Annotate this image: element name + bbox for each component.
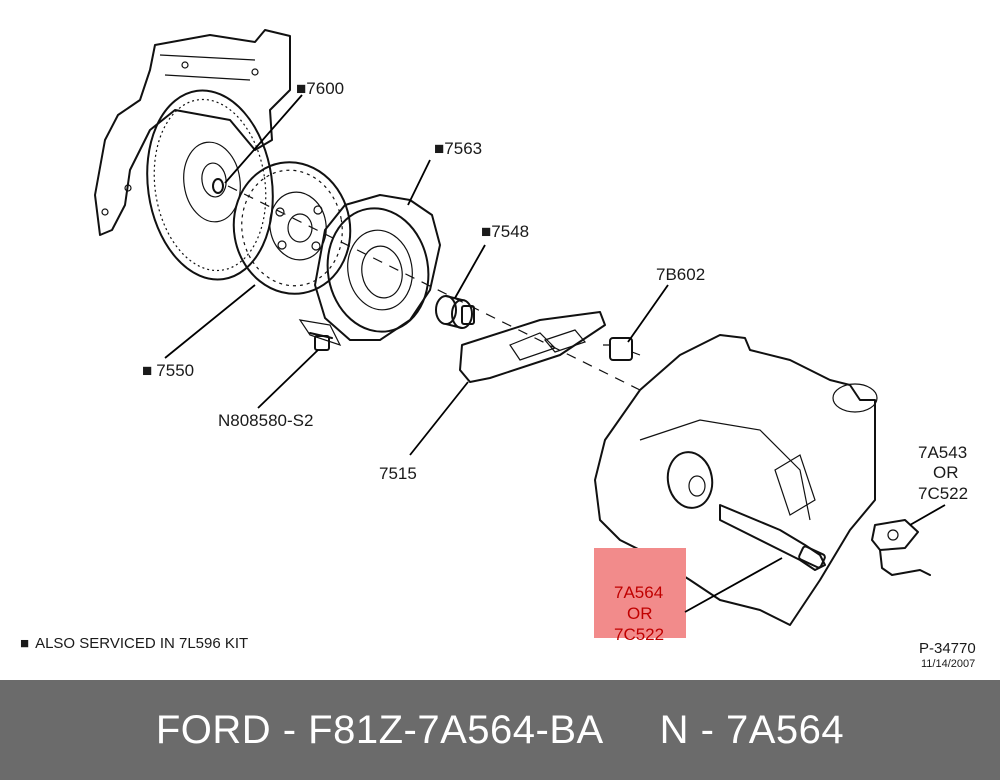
flywheel [146,89,274,281]
figure-id: P-34770 [919,640,976,657]
release-lever [459,311,606,383]
label-7b602: 7B602 [656,265,705,284]
leader-lines [164,94,946,613]
label-7563: ■7563 [434,139,482,158]
footer-text: FORD - F81Z-7A564-BA N - 7A564 [155,707,845,752]
kit-marker: ■ [296,79,306,98]
label-7a543-line3: 7C522 [918,484,968,503]
label-7550: ■7550 [142,361,194,380]
clutch-disc [232,161,352,295]
label-7600: ■7600 [296,79,344,98]
highlight-box [594,548,686,638]
assembly-centerline [227,185,641,391]
engine-block-housing [94,29,291,236]
label-7548: ■7548 [481,222,529,241]
label-7a564-line1: 7A564 [614,583,663,602]
label-7a564-line3: 7C522 [614,625,664,644]
kit-marker: ■ [142,361,152,380]
release-bearing [435,295,475,329]
pivot-stud [603,337,641,361]
label-n808580-s2: N808580-S2 [218,411,313,430]
kit-marker: ■ [20,635,29,652]
label-7a543-line2: OR [933,463,959,482]
part-number-footer: FORD - F81Z-7A564-BA N - 7A564 [0,680,1000,780]
clutch-exploded-diagram: ■7600 ■7563 ■7548 7B602 ■7550 N808580-S2… [20,29,976,670]
kit-note: ■ALSO SERVICED IN 7L596 KIT [20,635,248,652]
bolt [309,332,333,351]
kit-marker: ■ [434,139,444,158]
label-7515: 7515 [379,464,417,483]
hydraulic-fitting [719,504,826,571]
label-7a564-line2: OR [627,604,653,623]
pressure-plate [298,194,441,347]
line-fitting [871,519,931,576]
kit-marker: ■ [481,222,491,241]
label-7a543-line1: 7A543 [918,443,967,462]
figure-date: 11/14/2007 [921,658,975,670]
